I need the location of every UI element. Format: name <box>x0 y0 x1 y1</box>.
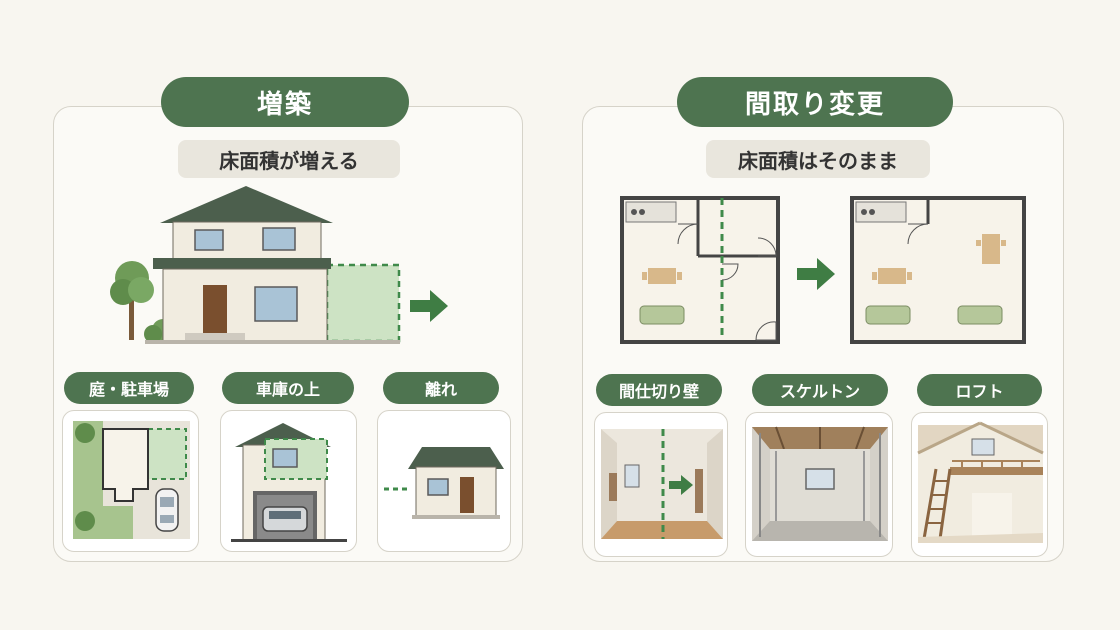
card-loft <box>911 412 1048 557</box>
option-garden-parking: 庭・駐車場 <box>64 372 194 404</box>
card-detached <box>377 410 511 552</box>
floorplan-after-icon <box>850 196 1026 344</box>
option-above-garage: 車庫の上 <box>222 372 354 404</box>
card-garden-parking <box>62 410 199 552</box>
layout-change-subtitle: 床面積はそのまま <box>706 140 930 178</box>
extension-subtitle: 床面積が増える <box>178 140 400 178</box>
card-partition-wall <box>594 412 728 557</box>
car-icon <box>155 488 179 532</box>
extension-title: 増築 <box>161 77 409 127</box>
option-partition-wall: 間仕切り壁 <box>596 374 722 406</box>
card-skeleton <box>745 412 893 557</box>
option-skeleton: スケルトン <box>752 374 888 406</box>
arrow-right-icon <box>410 290 448 322</box>
floorplan-before-icon <box>620 196 780 344</box>
arrow-right-icon <box>797 258 835 290</box>
ladder-icon <box>922 468 952 540</box>
option-detached: 離れ <box>383 372 499 404</box>
house-extension-illustration <box>110 186 401 344</box>
option-loft: ロフト <box>917 374 1042 406</box>
layout-change-title: 間取り変更 <box>677 77 953 127</box>
card-above-garage <box>220 410 357 552</box>
